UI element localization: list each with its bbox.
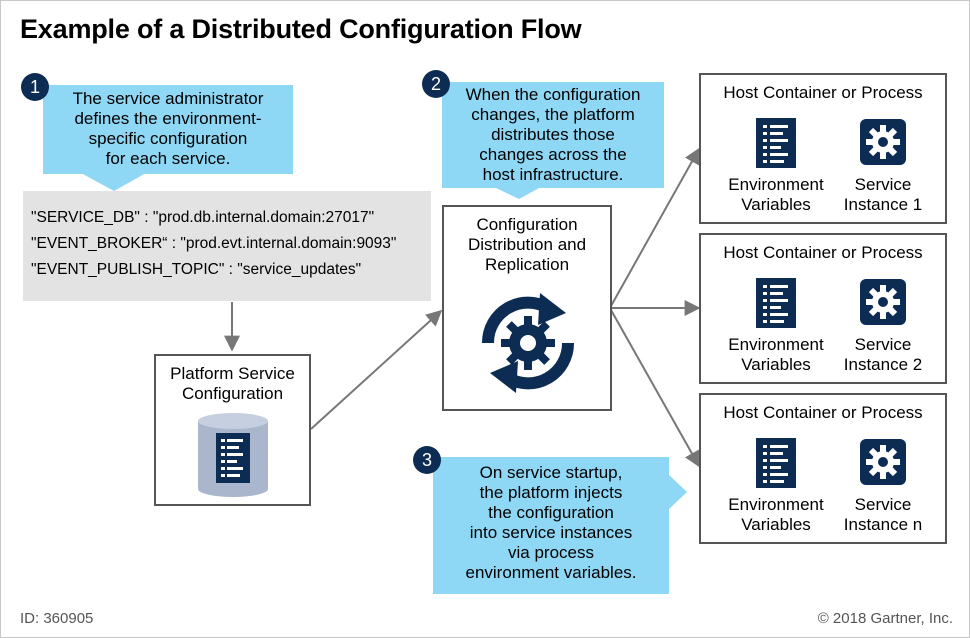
arrow-distribution-to-host-3	[610, 309, 700, 468]
distribution-title: Configuration Distribution and Replicati…	[467, 215, 587, 274]
diagram-title: Example of a Distributed Configuration F…	[20, 14, 582, 44]
arrow-platform-to-distribution	[310, 309, 443, 430]
step-3-line: the configuration	[488, 503, 614, 522]
step-3-line: the platform injects	[479, 483, 623, 502]
step-1-line: defines the environment-	[74, 109, 262, 128]
host-container-1: Host Container or Process	[699, 73, 947, 224]
config-line: "EVENT_BROKER“ : "prod.evt.internal.doma…	[31, 235, 397, 252]
step-2-line: changes, the platform	[471, 105, 635, 124]
step-3-line: On service startup,	[479, 463, 623, 482]
step-2-line: host infrastructure.	[482, 165, 624, 184]
host-title: Host Container or Process	[723, 403, 923, 422]
database-icon	[198, 413, 268, 497]
env-variables-label: Environment Variables	[728, 335, 824, 374]
step-1-line: for each service.	[105, 149, 231, 168]
platform-service-title: Platform Service Configuration	[170, 364, 295, 403]
callout-1-pointer	[81, 173, 146, 191]
step-1-badge: 1	[21, 73, 49, 101]
refresh-gear-icon	[481, 293, 575, 393]
env-variables-label: Environment Variables	[728, 495, 824, 534]
document-list-icon	[756, 278, 796, 328]
config-line: "SERVICE_DB" : "prod.db.internal.domain:…	[31, 209, 375, 226]
step-2-line: When the configuration	[465, 85, 641, 104]
step-2-badge: 2	[422, 70, 450, 98]
copyright: © 2018 Gartner, Inc.	[817, 610, 953, 627]
step-3-line: via process	[508, 543, 594, 562]
arrow-distribution-to-host-1	[610, 147, 700, 307]
service-instance-label: Service Instance 2	[843, 335, 923, 374]
gear-icon	[860, 279, 906, 325]
callout-2-pointer	[494, 187, 541, 199]
step-1-line: specific configuration	[88, 129, 248, 148]
platform-service-config-box: Platform Service Configuration	[154, 354, 311, 506]
step-3-callout: On service startup, the platform injects…	[433, 457, 669, 594]
step-1-line: The service administrator	[72, 89, 264, 108]
config-line: "EVENT_PUBLISH_TOPIC" : "service_updates…	[31, 261, 362, 278]
callout-3-pointer	[669, 475, 687, 509]
host-title: Host Container or Process	[723, 83, 923, 102]
host-title: Host Container or Process	[723, 243, 923, 262]
service-instance-label: Service Instance 1	[843, 175, 923, 214]
gear-icon	[860, 119, 906, 165]
step-2-line: distributes those	[491, 125, 615, 144]
step-1-callout: The service administrator defines the en…	[43, 85, 293, 174]
document-list-icon	[756, 438, 796, 488]
step-3-line: into service instances	[469, 523, 633, 542]
step-3-badge: 3	[413, 446, 441, 474]
document-list-icon	[756, 118, 796, 168]
env-variables-label: Environment Variables	[728, 175, 824, 214]
figure-id: ID: 360905	[20, 610, 94, 627]
config-snippet-box: "SERVICE_DB" : "prod.db.internal.domain:…	[23, 191, 431, 301]
step-2-callout: When the configuration changes, the plat…	[442, 82, 664, 188]
step-2-line: changes across the	[479, 145, 627, 164]
gear-icon	[860, 439, 906, 485]
host-container-3: Host Container or Process	[699, 393, 947, 544]
config-distribution-box: Configuration Distribution and Replicati…	[442, 205, 612, 411]
step-3-line: environment variables.	[465, 563, 637, 582]
service-instance-label: Service Instance n	[843, 495, 923, 534]
host-container-2: Host Container or Process	[699, 233, 947, 384]
